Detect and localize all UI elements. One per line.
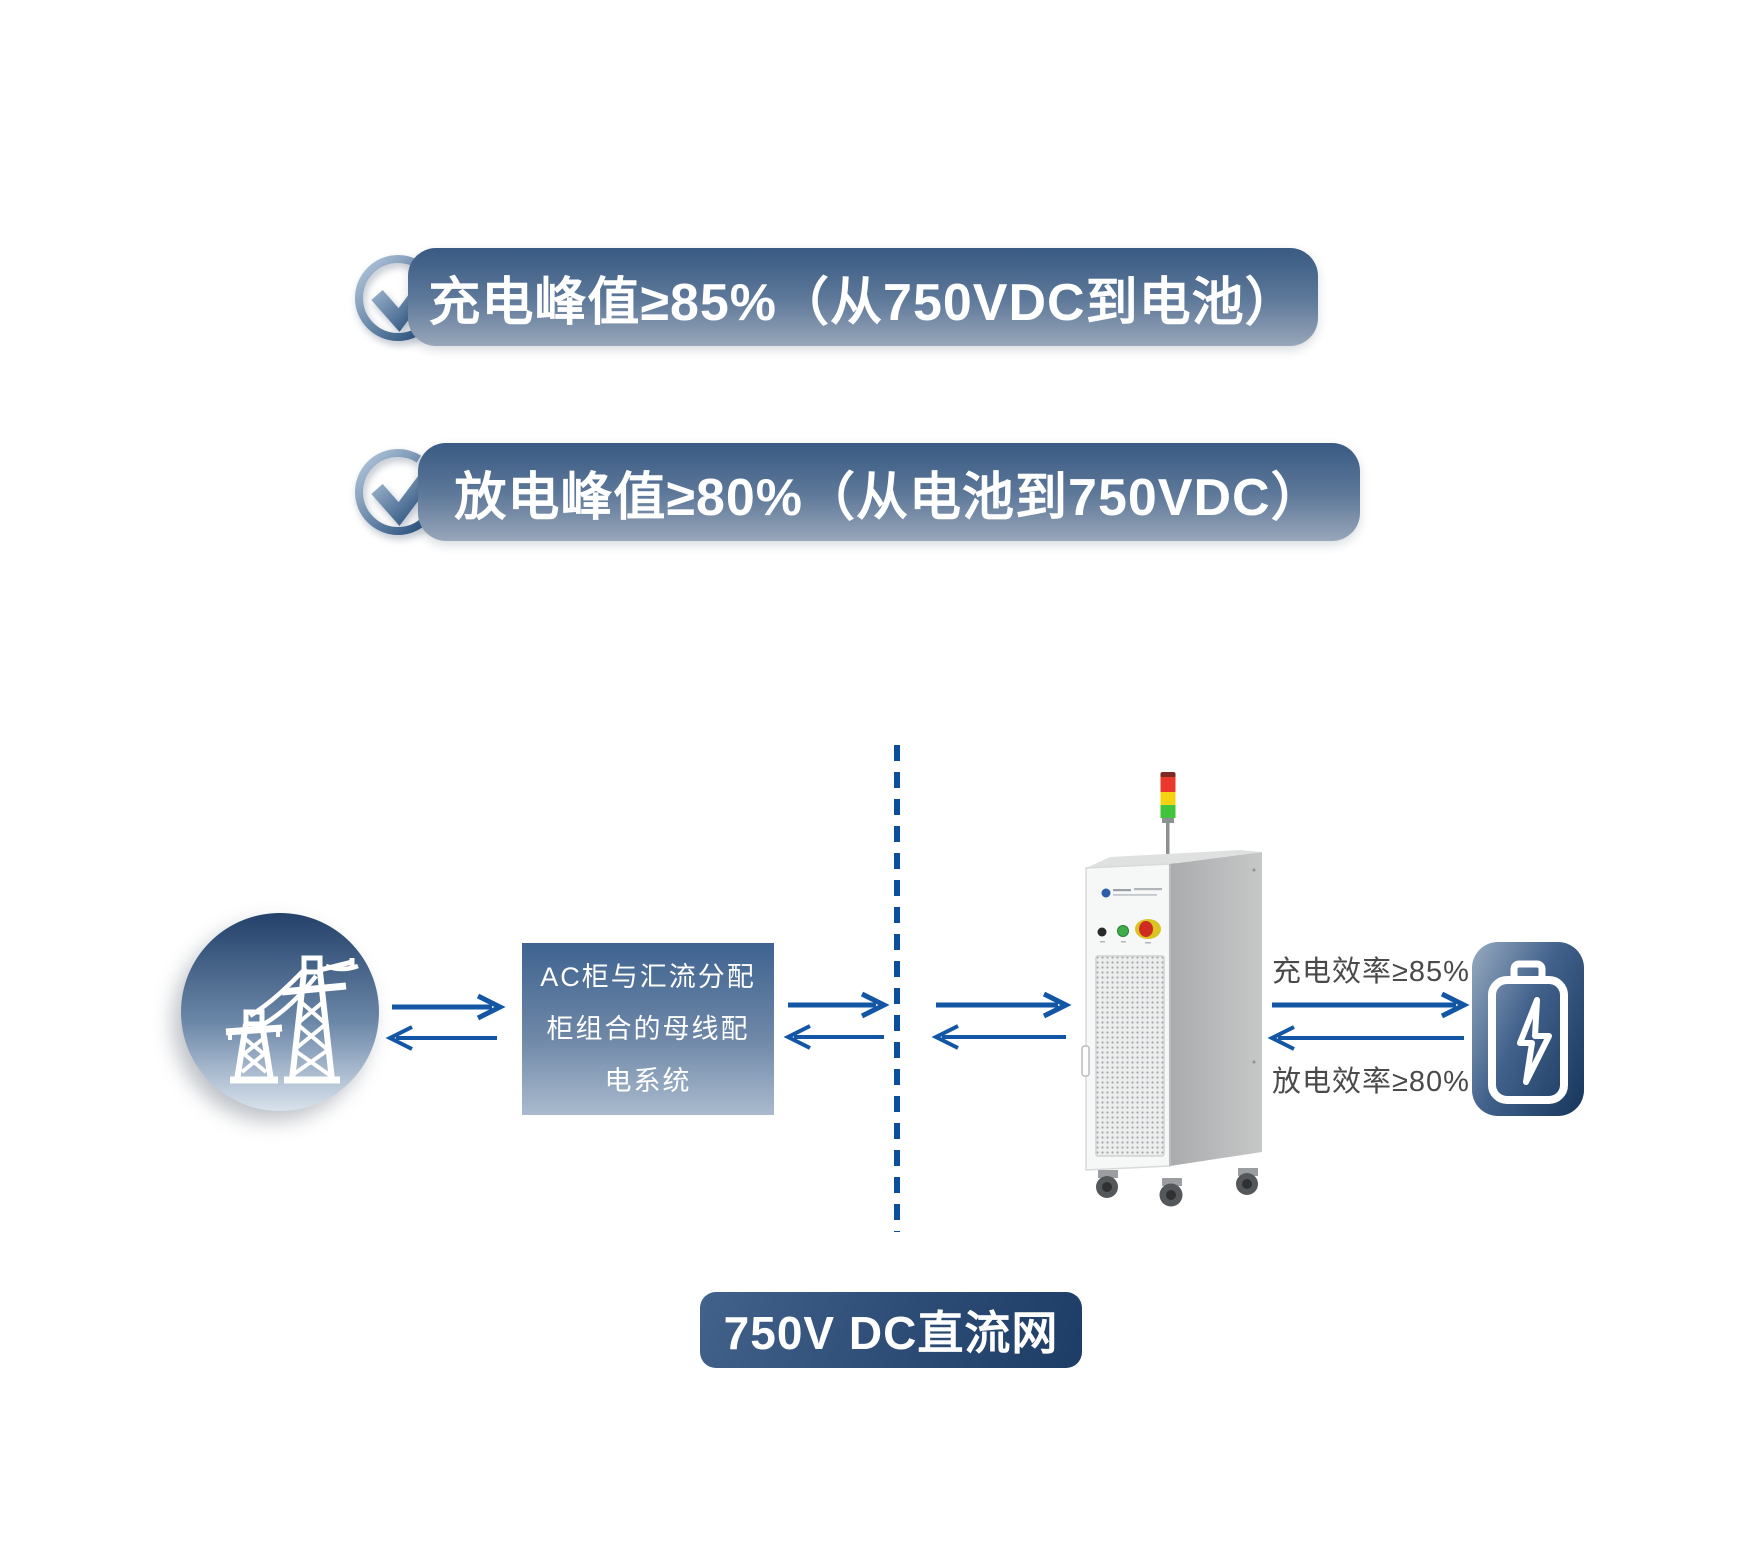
test-cabinet-image xyxy=(1081,772,1262,1207)
cabinet-brand-logo xyxy=(1101,888,1162,898)
arrow-grid-to-acbox xyxy=(392,993,506,1021)
cabinet-door-handle xyxy=(1081,1045,1090,1077)
cabinet-vent-grille xyxy=(1095,955,1165,1157)
arrow-battery-discharge xyxy=(1267,1025,1464,1051)
lightning-bolt xyxy=(1517,997,1552,1085)
ac-distribution-box: AC柜与汇流分配 柜组合的母线配 电系统 xyxy=(522,943,774,1115)
ac-box-line: 柜组合的母线配 xyxy=(546,1014,750,1044)
cabinet-top-edge xyxy=(1086,850,1262,868)
ac-box-line: 电系统 xyxy=(604,1066,692,1096)
feature-banner-discharge: 放电峰值≥80%（从电池到750VDC） xyxy=(418,443,1360,541)
battery-body xyxy=(1488,976,1568,1104)
arrow-charge-to-battery xyxy=(1272,991,1470,1019)
battery-lightning-icon xyxy=(1488,960,1568,1104)
feature-banner-charge-label: 充电峰值≥85%（从750VDC到电池） xyxy=(428,273,1298,332)
feature-banner-charge: 充电峰值≥85%（从750VDC到电池） xyxy=(408,248,1318,346)
cabinet-caster-wheels xyxy=(1096,1168,1258,1207)
discharge-efficiency-label: 放电效率≥80% xyxy=(1272,1066,1470,1098)
dc-bus-badge: 750V DC直流网 xyxy=(700,1292,1082,1368)
feature-banner-discharge-label: 放电峰值≥80%（从电池到750VDC） xyxy=(454,468,1324,527)
arrow-divider-to-acbox xyxy=(783,1024,884,1050)
cabinet-control-buttons xyxy=(1097,919,1161,944)
battery-node xyxy=(1472,942,1584,1116)
charge-efficiency-label: 充电效率≥85% xyxy=(1272,956,1470,988)
cabinet-side-panel xyxy=(1170,852,1262,1166)
arrow-acbox-to-grid xyxy=(385,1025,497,1051)
ac-box-line: AC柜与汇流分配 xyxy=(540,962,756,992)
arrow-acbox-to-divider xyxy=(788,991,890,1019)
tower-glyph xyxy=(225,955,359,1084)
dc-bus-badge-label: 750V DC直流网 xyxy=(723,1307,1059,1359)
transmission-tower-icon xyxy=(181,913,379,1111)
